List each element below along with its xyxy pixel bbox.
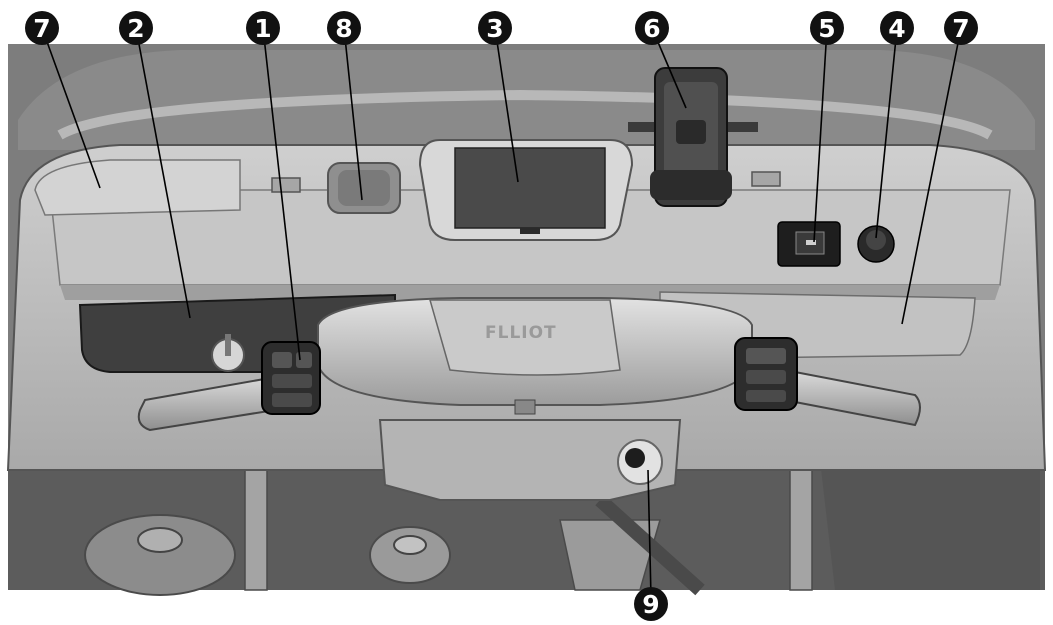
phone-holder — [628, 67, 758, 207]
leader-line-7b — [901, 27, 962, 325]
steering-lock-key — [617, 439, 663, 485]
leader-lines — [41, 27, 962, 598]
callout-label: 1 — [254, 14, 271, 43]
small-clip — [751, 171, 781, 187]
leader-line-4 — [875, 27, 898, 239]
callout-1: 1 — [246, 11, 280, 45]
callout-label: 7 — [33, 14, 50, 43]
callout-4: 4 — [880, 11, 914, 45]
power-socket — [857, 225, 895, 263]
leader-line-5 — [813, 27, 828, 243]
callout-2: 2 — [119, 11, 153, 45]
callout-label: 6 — [643, 14, 660, 43]
callout-9: 9 — [634, 587, 668, 621]
callout-6: 6 — [635, 11, 669, 45]
leader-line-2 — [135, 27, 191, 319]
callout-7a: 7 — [25, 11, 59, 45]
callout-label: 7 — [952, 14, 969, 43]
callout-7b: 7 — [944, 11, 978, 45]
cup-holder-recess — [327, 162, 401, 214]
left-switch-cluster — [261, 341, 321, 415]
leader-line-1 — [262, 27, 301, 361]
callout-5: 5 — [810, 11, 844, 45]
callout-label: 2 — [127, 14, 144, 43]
brand-mark: FLLIOT — [485, 323, 557, 343]
usb-port — [777, 221, 841, 267]
upper-left-cover — [34, 159, 241, 216]
handlebar: FLLIOT — [317, 297, 753, 415]
callout-label: 9 — [642, 590, 659, 619]
leader-line-9 — [647, 469, 652, 598]
callout-8: 8 — [327, 11, 361, 45]
leader-line-7a — [41, 27, 101, 189]
callout-3: 3 — [478, 11, 512, 45]
leader-line-3 — [494, 27, 519, 183]
steering-column-housing — [378, 419, 682, 501]
callout-label: 3 — [486, 14, 503, 43]
right-switch-cluster — [734, 337, 798, 411]
left-grip — [137, 376, 277, 432]
small-clip — [271, 177, 301, 193]
callout-label: 8 — [335, 14, 352, 43]
callout-label: 5 — [818, 14, 835, 43]
key-slot — [211, 334, 245, 372]
leader-line-8 — [343, 27, 363, 201]
right-grip — [794, 370, 921, 427]
callout-label: 4 — [888, 14, 905, 43]
instrument-display — [418, 139, 634, 241]
